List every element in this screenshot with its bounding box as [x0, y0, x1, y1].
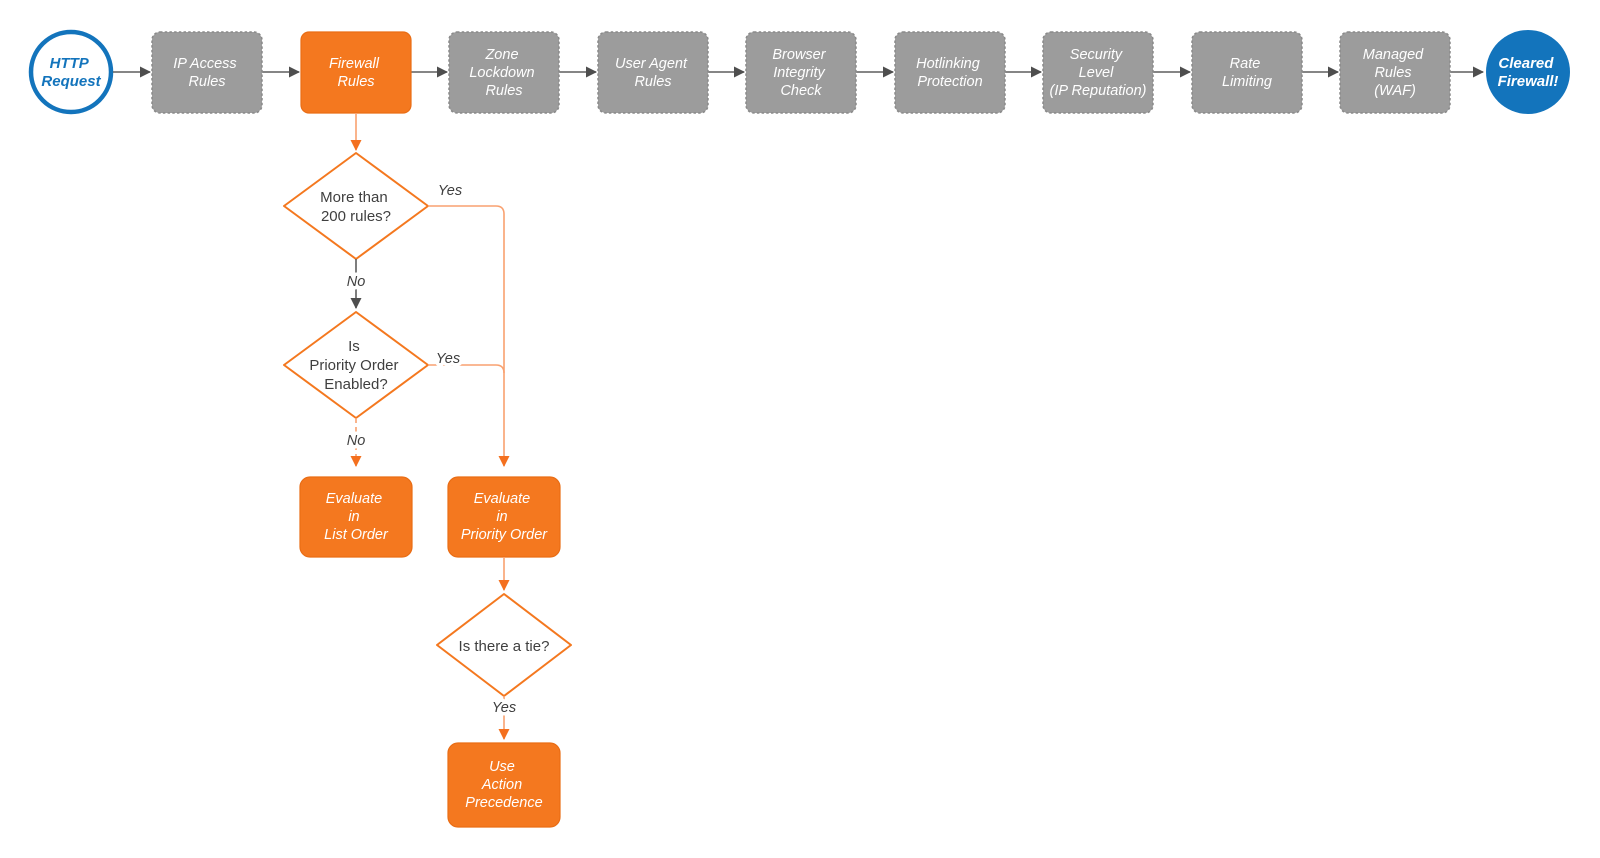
- label-line-2: Rules: [1374, 65, 1411, 81]
- label-no-priority-enabled: No: [347, 433, 366, 449]
- label-line-1: Security: [1070, 47, 1123, 63]
- label-line-3: List Order: [324, 527, 389, 543]
- stage-label: IP Access Rules: [173, 56, 240, 90]
- label-line-2: 200 rules?: [321, 208, 391, 225]
- label-yes-tie: Yes: [492, 700, 516, 716]
- label-line-2: Protection: [917, 74, 982, 90]
- stage-hotlinking-protection: Hotlinking Protection: [894, 31, 1006, 114]
- label-line-3: Check: [780, 83, 822, 99]
- stage-label: Browser Integrity Check: [772, 47, 829, 99]
- action-evaluate-list-order: Evaluate in List Order: [299, 476, 413, 558]
- label-line-1: Use: [489, 759, 515, 775]
- stage-box: [894, 31, 1006, 114]
- label-line-2: Level: [1079, 65, 1114, 81]
- start-circle-shape: [28, 29, 114, 115]
- stage-box: [745, 31, 857, 114]
- label-line-3: (WAF): [1374, 83, 1416, 99]
- connector-yes-rules-count-to-priority-order: [428, 205, 510, 467]
- label-line-2: in: [496, 509, 507, 525]
- label-line-1: IP Access: [173, 56, 236, 72]
- label-line-3: Rules: [485, 83, 522, 99]
- stage-ip-access-rules: IP Access Rules: [151, 31, 263, 114]
- decision-label: Is Priority Order Enabled?: [309, 338, 402, 393]
- label-yes-priority-enabled: Yes: [436, 351, 460, 367]
- label-line-1: Is there a tie?: [459, 638, 550, 655]
- start-label: HTTP Request: [41, 55, 101, 90]
- label-line-3: Enabled?: [324, 376, 387, 393]
- label-line-2: Limiting: [1222, 74, 1272, 90]
- node-http-request: HTTP Request: [28, 29, 114, 115]
- stage-label: Security Level (IP Reputation): [1050, 47, 1147, 99]
- action-label: Evaluate in Priority Order: [461, 491, 548, 543]
- label-line-3: (IP Reputation): [1050, 83, 1147, 99]
- action-box: [299, 476, 413, 558]
- stage-box: [1042, 31, 1154, 114]
- stage-browser-integrity-check: Browser Integrity Check: [745, 31, 857, 114]
- decision-diamond: [283, 152, 429, 260]
- decision-more-than-200-rules: More than 200 rules?: [283, 152, 429, 260]
- action-label: Evaluate in List Order: [324, 491, 389, 543]
- stage-zone-lockdown-rules: Zone Lockdown Rules: [448, 31, 560, 114]
- stage-box: [151, 31, 263, 114]
- stage-user-agent-rules: User Agent Rules: [597, 31, 709, 114]
- label-line-2: Rules: [188, 74, 225, 90]
- label-line-2: Lockdown: [469, 65, 534, 81]
- action-evaluate-priority-order: Evaluate in Priority Order: [447, 476, 561, 558]
- stage-label: User Agent Rules: [615, 56, 691, 90]
- label-line-1: Zone: [484, 47, 518, 63]
- label-line-2: Rules: [337, 74, 374, 90]
- label-line-2: Request: [41, 73, 101, 90]
- node-cleared-firewall: Cleared Firewall!: [1486, 30, 1570, 114]
- end-circle-shape: [1486, 30, 1570, 114]
- stage-box: [448, 31, 560, 114]
- label-line-3: Priority Order: [461, 527, 548, 543]
- label-line-1: Browser: [772, 47, 826, 63]
- stage-managed-rules-waf: Managed Rules (WAF): [1339, 31, 1451, 114]
- stage-security-level-ip-reputation: Security Level (IP Reputation): [1042, 31, 1154, 114]
- label-line-1: Evaluate: [326, 491, 382, 507]
- stage-firewall-rules: Firewall Rules: [300, 31, 412, 114]
- decision-label: Is there a tie?: [459, 638, 550, 655]
- stage-rate-limiting: Rate Limiting: [1191, 31, 1303, 114]
- stage-label: Rate Limiting: [1222, 56, 1272, 90]
- label-line-1: Firewall: [329, 56, 380, 72]
- label-line-1: Hotlinking: [916, 56, 980, 72]
- label-line-1: User Agent: [615, 56, 688, 72]
- stage-box-highlighted: [300, 31, 412, 114]
- stage-box: [597, 31, 709, 114]
- label-line-1: Managed: [1363, 47, 1424, 63]
- action-use-action-precedence: Use Action Precedence: [447, 742, 561, 828]
- label-yes-rules-count: Yes: [438, 183, 462, 199]
- action-label: Use Action Precedence: [465, 759, 542, 811]
- connector-yes-priority-enabled-merge: [428, 364, 505, 374]
- stage-box: [1339, 31, 1451, 114]
- label-line-2: Rules: [634, 74, 671, 90]
- label-line-1: Evaluate: [474, 491, 530, 507]
- stage-label: Zone Lockdown Rules: [469, 47, 538, 99]
- label-line-3: Precedence: [465, 795, 542, 811]
- label-line-2: Action: [481, 777, 522, 793]
- label-line-1: Cleared: [1498, 55, 1554, 72]
- label-line-1: HTTP: [50, 55, 90, 72]
- label-no-rules-count: No: [347, 274, 366, 290]
- label-line-1: Is: [348, 338, 360, 355]
- end-label: Cleared Firewall!: [1498, 55, 1559, 90]
- decision-priority-order-enabled: Is Priority Order Enabled?: [283, 311, 429, 419]
- stage-label: Firewall Rules: [329, 56, 383, 90]
- label-line-2: Priority Order: [309, 357, 398, 374]
- label-line-1: More than: [320, 189, 388, 206]
- stage-box: [1191, 31, 1303, 114]
- stage-label: Hotlinking Protection: [916, 56, 984, 90]
- label-line-2: Integrity: [773, 65, 825, 81]
- action-box: [447, 742, 561, 828]
- label-line-2: Firewall!: [1498, 73, 1559, 90]
- decision-label: More than 200 rules?: [320, 189, 392, 225]
- decision-is-there-a-tie: Is there a tie?: [436, 593, 572, 697]
- stage-label: Managed Rules (WAF): [1363, 47, 1428, 99]
- label-line-2: in: [348, 509, 359, 525]
- label-line-1: Rate: [1230, 56, 1261, 72]
